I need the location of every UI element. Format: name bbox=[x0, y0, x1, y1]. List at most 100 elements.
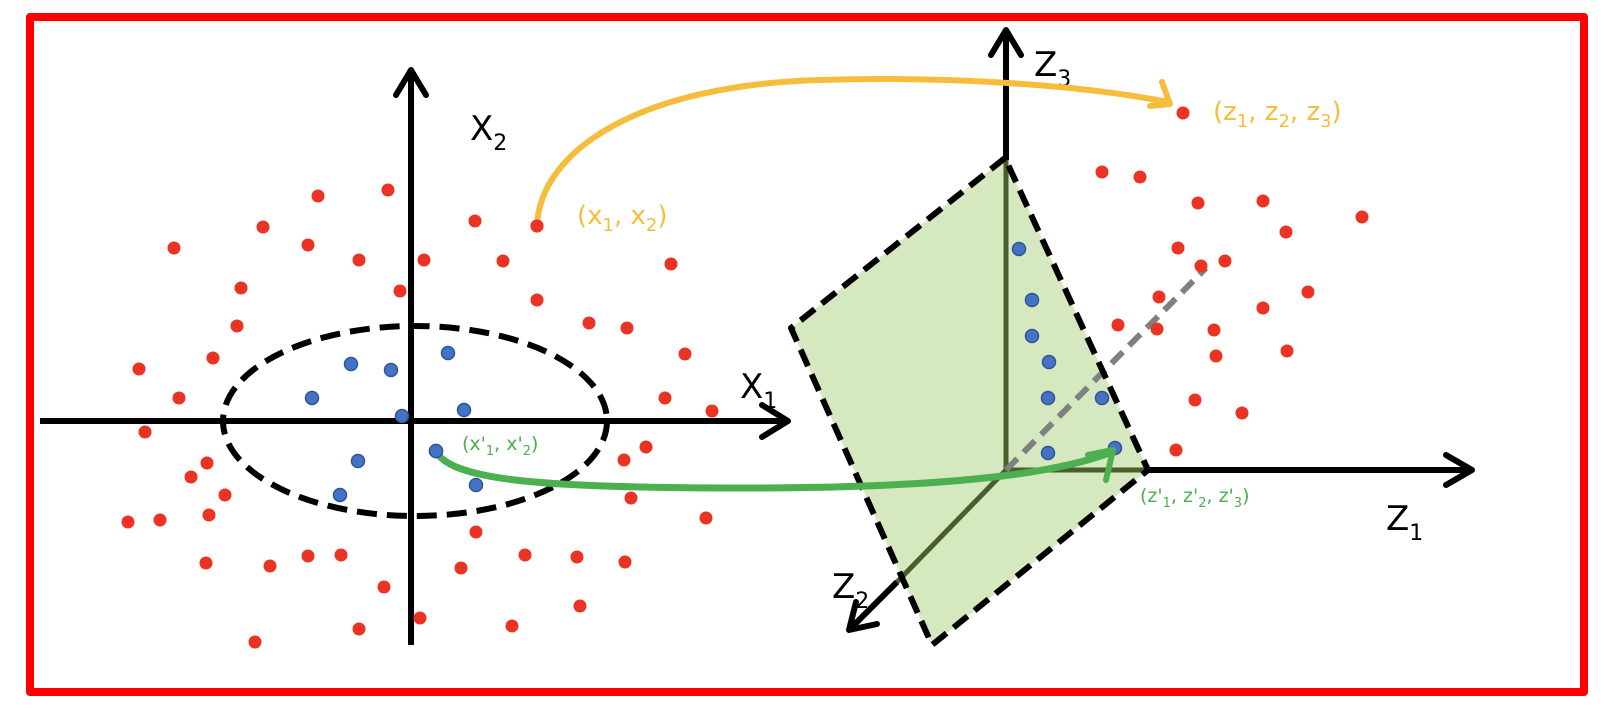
red-data-point bbox=[620, 321, 634, 335]
red-data-point bbox=[263, 559, 277, 573]
red-data-point bbox=[617, 453, 631, 467]
blue-data-point bbox=[1024, 328, 1040, 344]
x2-arrowhead-icon bbox=[393, 67, 429, 98]
red-data-point bbox=[1218, 254, 1232, 268]
z2-axis-inside-plane bbox=[895, 468, 1008, 584]
red-data-point bbox=[678, 347, 692, 361]
red-data-point bbox=[230, 319, 244, 333]
blue-data-point bbox=[304, 390, 320, 406]
red-data-point bbox=[334, 548, 348, 562]
red-data-point bbox=[172, 391, 186, 405]
blue-data-point bbox=[1040, 445, 1056, 461]
z2-axis-label: Z2 bbox=[832, 567, 869, 614]
red-data-point bbox=[664, 257, 678, 271]
red-data-point bbox=[530, 293, 544, 307]
red-data-point bbox=[1191, 196, 1205, 210]
z1-arrowhead-icon bbox=[1443, 452, 1475, 488]
red-data-point bbox=[393, 284, 407, 298]
red-data-point bbox=[570, 550, 584, 564]
red-data-point bbox=[417, 253, 431, 267]
red-data-point bbox=[1152, 290, 1166, 304]
source-red-point bbox=[530, 219, 544, 233]
red-data-point bbox=[582, 316, 596, 330]
blue-data-point bbox=[1024, 292, 1040, 308]
red-data-point bbox=[699, 511, 713, 525]
red-data-point bbox=[301, 549, 315, 563]
red-data-point bbox=[518, 548, 532, 562]
red-data-point bbox=[199, 556, 213, 570]
decision-boundary-ellipse bbox=[220, 323, 610, 519]
x2-axis bbox=[393, 67, 429, 645]
separating-plane-border bbox=[788, 155, 1151, 648]
red-data-point bbox=[658, 391, 672, 405]
red-data-point bbox=[468, 214, 482, 228]
red-data-point bbox=[352, 622, 366, 636]
left-red-points bbox=[121, 183, 719, 649]
red-data-point bbox=[234, 281, 248, 295]
red-data-point bbox=[1133, 170, 1147, 184]
blue-data-point bbox=[394, 408, 410, 424]
input-space-panel: X1 X2 bbox=[40, 67, 791, 649]
red-data-point bbox=[1194, 259, 1208, 273]
red-data-point bbox=[505, 619, 519, 633]
red-data-point bbox=[1095, 165, 1109, 179]
blue-data-point bbox=[440, 345, 456, 361]
red-data-point bbox=[1207, 323, 1221, 337]
red-data-point bbox=[184, 470, 198, 484]
red-data-point bbox=[1188, 393, 1202, 407]
x1-axis-label: X1 bbox=[740, 367, 777, 414]
z1-axis-label: Z1 bbox=[1386, 499, 1423, 546]
red-data-point bbox=[1171, 241, 1185, 255]
blue-data-point bbox=[350, 453, 366, 469]
red-data-point bbox=[381, 183, 395, 197]
blue-data-point bbox=[468, 477, 484, 493]
blue-data-point bbox=[456, 402, 472, 418]
left-blue-points bbox=[304, 345, 484, 503]
red-data-point bbox=[573, 599, 587, 613]
blue-point-mapping-arrow bbox=[432, 447, 1116, 492]
blue-data-point bbox=[1040, 390, 1056, 406]
red-data-point bbox=[1280, 344, 1294, 358]
red-data-point bbox=[153, 513, 167, 527]
blue-data-point bbox=[1011, 241, 1027, 257]
input-point-label: (x1, x2) bbox=[577, 201, 668, 236]
red-data-point bbox=[1301, 285, 1315, 299]
red-data-point bbox=[301, 238, 315, 252]
red-data-point bbox=[248, 635, 262, 649]
red-data-point bbox=[218, 488, 232, 502]
input-mapped-point-label: (x'1, x'2) bbox=[462, 433, 538, 459]
red-data-point bbox=[256, 220, 270, 234]
red-data-point bbox=[206, 351, 220, 365]
diagram-border bbox=[26, 13, 1588, 696]
red-data-point bbox=[132, 362, 146, 376]
red-data-point bbox=[1279, 225, 1293, 239]
red-data-point bbox=[352, 253, 366, 267]
red-data-point bbox=[454, 561, 468, 575]
blue-data-point bbox=[343, 356, 359, 372]
blue-data-point bbox=[1094, 390, 1110, 406]
red-data-point bbox=[1209, 349, 1223, 363]
source-blue-point bbox=[428, 443, 444, 459]
red-data-point bbox=[138, 425, 152, 439]
projection-dashed-line bbox=[1003, 265, 1209, 473]
red-data-point bbox=[618, 555, 632, 569]
mapped-red-point bbox=[1176, 106, 1190, 120]
red-data-point bbox=[121, 515, 135, 529]
red-data-point bbox=[705, 404, 719, 418]
red-data-point bbox=[624, 491, 638, 505]
red-data-point bbox=[167, 241, 181, 255]
z3-arrowhead-icon bbox=[988, 27, 1024, 58]
x2-axis-label: X2 bbox=[470, 109, 507, 156]
green-arrowhead-icon bbox=[1085, 447, 1116, 483]
red-data-point bbox=[1111, 318, 1125, 332]
red-data-point bbox=[311, 189, 325, 203]
red-data-point bbox=[200, 456, 214, 470]
feature-space-panel: Z1 Z2 Z3 bbox=[788, 27, 1475, 648]
blue-data-point bbox=[383, 362, 399, 378]
red-data-point bbox=[496, 254, 510, 268]
red-data-point bbox=[1169, 443, 1183, 457]
red-data-point bbox=[639, 440, 653, 454]
red-data-point bbox=[202, 508, 216, 522]
red-data-point bbox=[469, 525, 483, 539]
